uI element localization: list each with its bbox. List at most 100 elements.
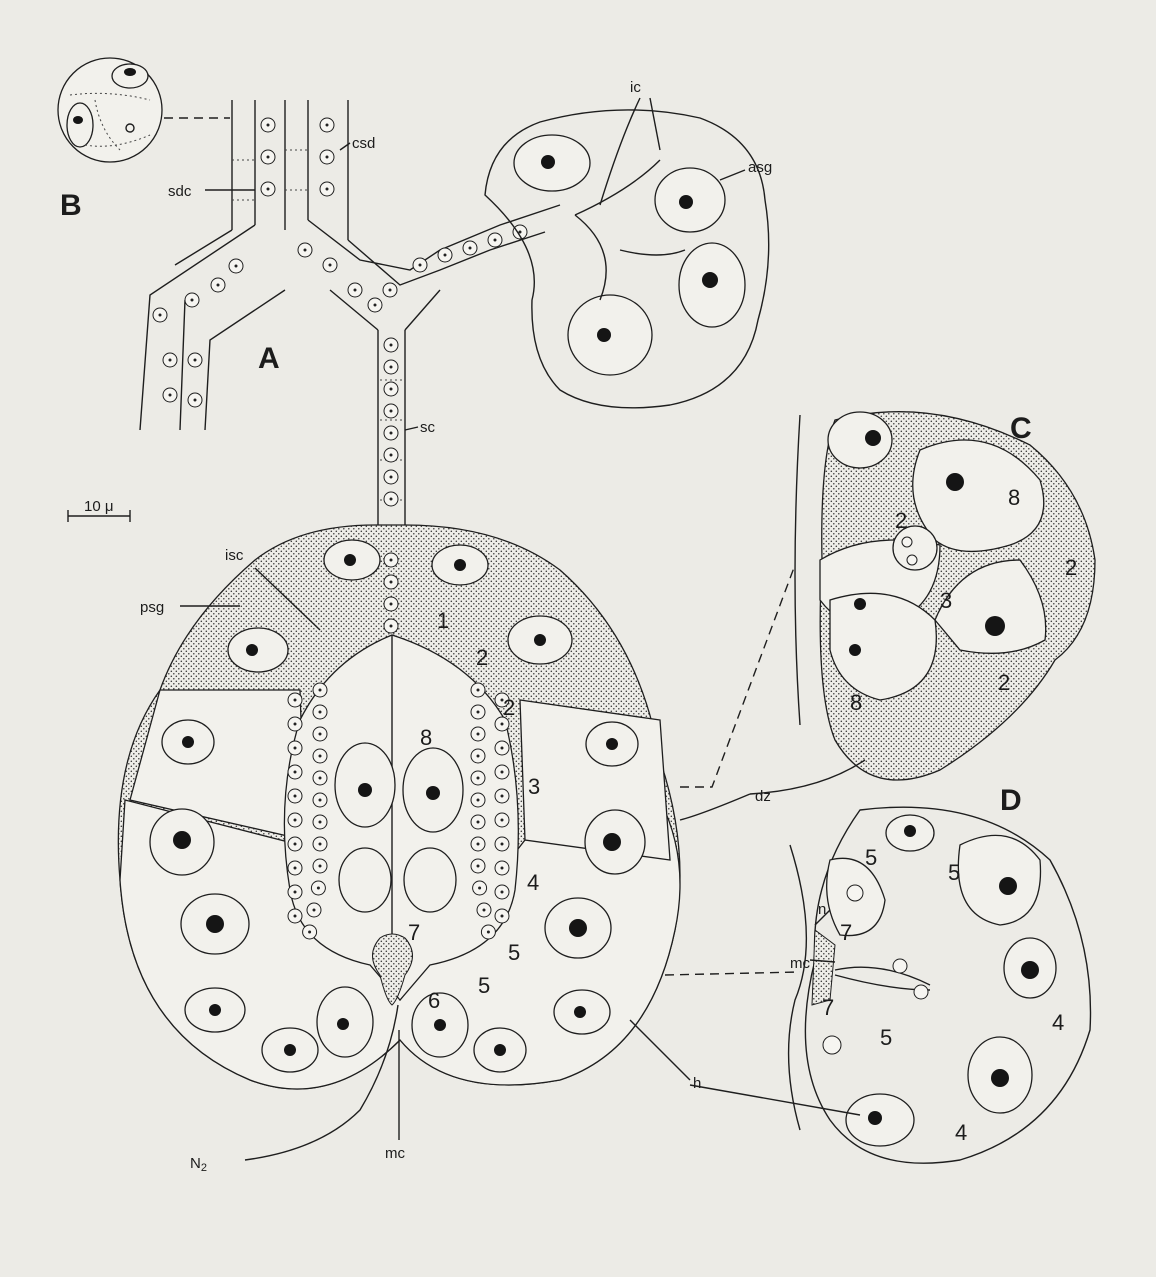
cell-nucleus bbox=[194, 399, 197, 402]
cell-nucleus bbox=[294, 747, 297, 750]
label-n2: N2 bbox=[190, 1155, 207, 1174]
cell-nucleus bbox=[319, 733, 322, 736]
cell-nucleus bbox=[494, 239, 497, 242]
stage-number: 5 bbox=[508, 940, 520, 965]
cell-nucleus bbox=[501, 723, 504, 726]
cell-nucleus bbox=[159, 314, 162, 317]
stage-number: 2 bbox=[998, 670, 1010, 695]
cell-nucleus bbox=[477, 799, 480, 802]
stage-number: 2 bbox=[476, 645, 488, 670]
cell-nucleus bbox=[390, 432, 393, 435]
cell-nucleus bbox=[487, 931, 490, 934]
cell-nucleus bbox=[501, 843, 504, 846]
cell-nucleus bbox=[477, 821, 480, 824]
stage-number: 5 bbox=[880, 1025, 892, 1050]
stage-number: 7 bbox=[408, 920, 420, 945]
stage-number: 2 bbox=[895, 508, 907, 533]
cell-nucleus bbox=[294, 819, 297, 822]
cell-nucleus bbox=[319, 755, 322, 758]
cell-nucleus bbox=[389, 289, 392, 292]
cell-nucleus bbox=[294, 891, 297, 894]
stage-number: 2 bbox=[503, 695, 515, 720]
label-csd: csd bbox=[352, 135, 375, 152]
scale-bar: 10 μ bbox=[68, 498, 130, 522]
stage-number: 8 bbox=[1008, 485, 1020, 510]
cell-nucleus bbox=[390, 366, 393, 369]
cell-nucleus bbox=[390, 388, 393, 391]
cell-nucleus bbox=[444, 254, 447, 257]
cell-nucleus bbox=[477, 865, 480, 868]
cell-nucleus bbox=[319, 689, 322, 692]
cell-nucleus bbox=[469, 247, 472, 250]
stage-number: 3 bbox=[940, 588, 952, 613]
scale-bar-label: 10 μ bbox=[84, 498, 114, 515]
panel-label-a: A bbox=[258, 342, 280, 375]
cell-nucleus bbox=[478, 887, 481, 890]
figure-a-ducts bbox=[140, 100, 560, 525]
cell-nucleus bbox=[319, 865, 322, 868]
stage-number: 7 bbox=[840, 920, 852, 945]
stage-number: 8 bbox=[850, 690, 862, 715]
label-mc: mc bbox=[385, 1145, 405, 1162]
stage-number: 8 bbox=[420, 725, 432, 750]
cell-nucleus bbox=[354, 289, 357, 292]
cell-nucleus bbox=[294, 843, 297, 846]
label-psg: psg bbox=[140, 599, 164, 616]
cell-nucleus bbox=[390, 625, 393, 628]
cell-nucleus bbox=[374, 304, 377, 307]
cell-nucleus bbox=[313, 909, 316, 912]
panel-label-b: B bbox=[60, 189, 82, 222]
cell-nucleus bbox=[477, 711, 480, 714]
cell-nucleus bbox=[304, 249, 307, 252]
label-n: n bbox=[818, 901, 826, 918]
cell-nucleus bbox=[267, 188, 270, 191]
cell-nucleus bbox=[217, 284, 220, 287]
cell-nucleus bbox=[501, 915, 504, 918]
label-mc-d: mc bbox=[790, 955, 810, 972]
cell-nucleus bbox=[483, 909, 486, 912]
cell-nucleus bbox=[326, 156, 329, 159]
cell-nucleus bbox=[419, 264, 422, 267]
cell-nucleus bbox=[390, 476, 393, 479]
stage-number: 7 bbox=[822, 995, 834, 1020]
cell-nucleus bbox=[319, 799, 322, 802]
cell-nucleus bbox=[267, 124, 270, 127]
stage-number: 3 bbox=[528, 774, 540, 799]
cell-nucleus bbox=[477, 843, 480, 846]
connector-d bbox=[665, 972, 800, 975]
cell-nucleus bbox=[294, 771, 297, 774]
cell-nucleus bbox=[235, 265, 238, 268]
stage-number: 5 bbox=[478, 973, 490, 998]
cell-nucleus bbox=[294, 795, 297, 798]
cell-nucleus bbox=[319, 821, 322, 824]
cell-nucleus bbox=[477, 777, 480, 780]
label-ic: ic bbox=[630, 79, 641, 96]
cell-nucleus bbox=[390, 344, 393, 347]
label-asg: asg bbox=[748, 159, 772, 176]
cell-nucleus bbox=[169, 394, 172, 397]
connector-c bbox=[680, 565, 795, 787]
cell-nucleus bbox=[390, 559, 393, 562]
cell-nucleus bbox=[390, 498, 393, 501]
stage-number: 5 bbox=[948, 860, 960, 885]
cell-nucleus bbox=[501, 891, 504, 894]
cell-nucleus bbox=[317, 887, 320, 890]
stage-number: 4 bbox=[955, 1120, 967, 1145]
label-isc: isc bbox=[225, 547, 244, 564]
cell-nucleus bbox=[294, 699, 297, 702]
cell-nucleus bbox=[191, 299, 194, 302]
cell-nucleus bbox=[501, 795, 504, 798]
cell-nucleus bbox=[169, 359, 172, 362]
cell-nucleus bbox=[501, 771, 504, 774]
panel-label-c: C bbox=[1010, 412, 1032, 445]
cell-nucleus bbox=[390, 603, 393, 606]
cell-nucleus bbox=[477, 733, 480, 736]
cell-nucleus bbox=[294, 915, 297, 918]
accessory-gland-asg bbox=[485, 110, 769, 408]
cell-nucleus bbox=[390, 454, 393, 457]
cell-nucleus bbox=[329, 264, 332, 267]
label-sc: sc bbox=[420, 419, 436, 436]
duct-cells bbox=[153, 118, 527, 506]
cell-nucleus bbox=[294, 867, 297, 870]
